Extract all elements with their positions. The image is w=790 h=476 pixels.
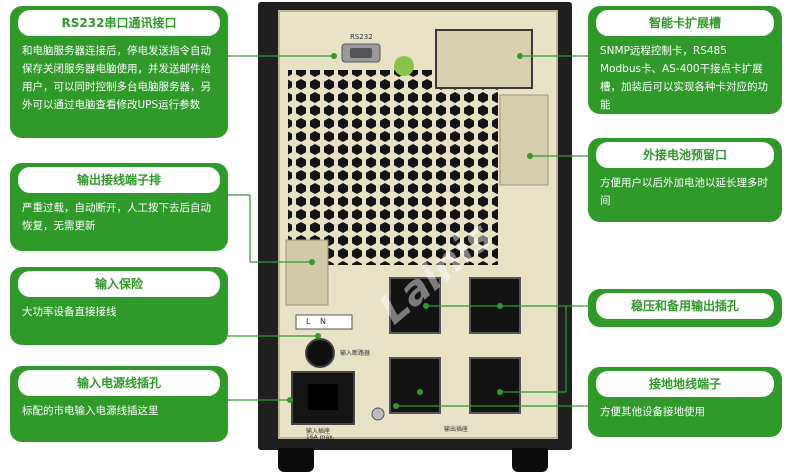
callout-output-terminal-desc: 严重过载，自动断开，人工按下去后自动恢复，无需更新: [22, 202, 211, 232]
ups-foot-right: [512, 448, 548, 472]
callout-input-socket: 输入电源线插孔 标配的市电输入电源线插这里: [10, 366, 228, 442]
fan-grille: [288, 70, 498, 265]
terminal-l-label: L: [306, 317, 311, 326]
callout-rs232-title: RS232串口通讯接口: [18, 10, 220, 36]
callout-input-fuse: 输入保险 大功率设备直接接线: [10, 267, 228, 345]
callout-output-terminal-title: 输出接线端子排: [18, 167, 220, 193]
callout-rs232: RS232串口通讯接口 和电脑服务器连接后，停电发送指令自动保存关闭服务器电脑使…: [10, 6, 228, 138]
callout-smart-slot-desc: SNMP远程控制卡，RS485 Modbus卡、AS-400干接点卡扩展槽，加装…: [600, 45, 768, 111]
output-socket-label: 输出插座: [444, 426, 469, 433]
callout-output-terminal: 输出接线端子排 严重过载，自动断开，人工按下去后自动恢复，无需更新: [10, 163, 228, 251]
terminal-n-label: N: [320, 317, 326, 326]
ln-terminal: [295, 314, 353, 330]
breaker-label: 输入断路器: [340, 350, 371, 357]
callout-input-fuse-title: 输入保险: [18, 271, 220, 297]
ups-foot-left: [278, 448, 314, 472]
output-terminal-block: [285, 239, 329, 306]
callout-ground: 接地地线端子 方便其他设备接地使用: [588, 367, 782, 437]
callout-outlets: 稳压和备用输出插孔: [588, 289, 782, 327]
callout-battery-port-desc: 方便用户以后外加电池以延长理多时间: [600, 177, 768, 207]
smart-card-slot: [435, 29, 533, 89]
callout-rs232-desc: 和电脑服务器连接后，停电发送指令自动保存关闭服务器电脑使用，并发送邮件给用户，可…: [22, 45, 211, 111]
callout-battery-port: 外接电池预留口 方便用户以后外加电池以延长理多时间: [588, 138, 782, 222]
hipot-sticker: [394, 56, 414, 76]
callout-ground-desc: 方便其他设备接地使用: [600, 406, 705, 418]
callout-battery-port-title: 外接电池预留口: [596, 142, 774, 168]
input-socket-label: 输入插座: [306, 428, 331, 435]
callout-outlets-title: 稳压和备用输出插孔: [596, 293, 774, 319]
callout-smart-slot-title: 智能卡扩展槽: [596, 10, 774, 36]
input-rating-label: 16A max.: [306, 434, 335, 441]
callout-input-fuse-desc: 大功率设备直接接线: [22, 306, 117, 318]
callout-ground-title: 接地地线端子: [596, 371, 774, 397]
ground-screw: [371, 407, 385, 421]
callout-input-socket-title: 输入电源线插孔: [18, 370, 220, 396]
output-outlets: [389, 277, 521, 414]
callout-input-socket-desc: 标配的市电输入电源线插这里: [22, 405, 159, 417]
callout-smart-slot: 智能卡扩展槽 SNMP远程控制卡，RS485 Modbus卡、AS-400干接点…: [588, 6, 782, 114]
rs232-label: RS232: [350, 33, 373, 41]
battery-port-cover: [499, 94, 549, 186]
input-breaker: [305, 338, 335, 368]
